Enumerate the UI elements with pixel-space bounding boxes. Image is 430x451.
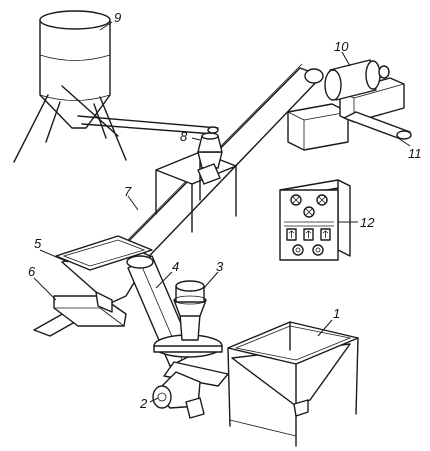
callout-6: 6 [28, 264, 36, 279]
callout-2: 2 [139, 396, 148, 411]
callout-7: 7 [124, 184, 132, 199]
drive-motor [152, 361, 229, 419]
funnel-unit [153, 280, 223, 358]
callout-5: 5 [34, 236, 42, 251]
knob-icon [292, 244, 304, 256]
motor-unit [287, 59, 412, 151]
callout-11: 11 [408, 146, 422, 161]
callout-4: 4 [172, 259, 179, 274]
callout-8: 8 [180, 129, 188, 144]
switch-icon [286, 228, 297, 241]
control-cabinet [279, 179, 351, 261]
elevator-table [155, 126, 237, 233]
silo [13, 10, 219, 163]
callout-12: 12 [360, 215, 375, 230]
large-hopper [227, 321, 359, 447]
indicator-lamp-icon [316, 194, 328, 206]
callout-9: 9 [114, 10, 121, 25]
switch-icon [320, 228, 331, 241]
callout-10: 10 [334, 39, 349, 54]
knob-icon [312, 244, 324, 256]
indicator-lamp-icon [303, 206, 315, 218]
indicator-lamp-icon [290, 194, 302, 206]
switch-icon [303, 228, 314, 241]
callout-leaders [33, 21, 411, 403]
callout-1: 1 [333, 306, 340, 321]
callout-3: 3 [216, 259, 224, 274]
callout-labels: 1 2 3 4 5 6 7 8 9 10 11 12 [28, 10, 422, 411]
